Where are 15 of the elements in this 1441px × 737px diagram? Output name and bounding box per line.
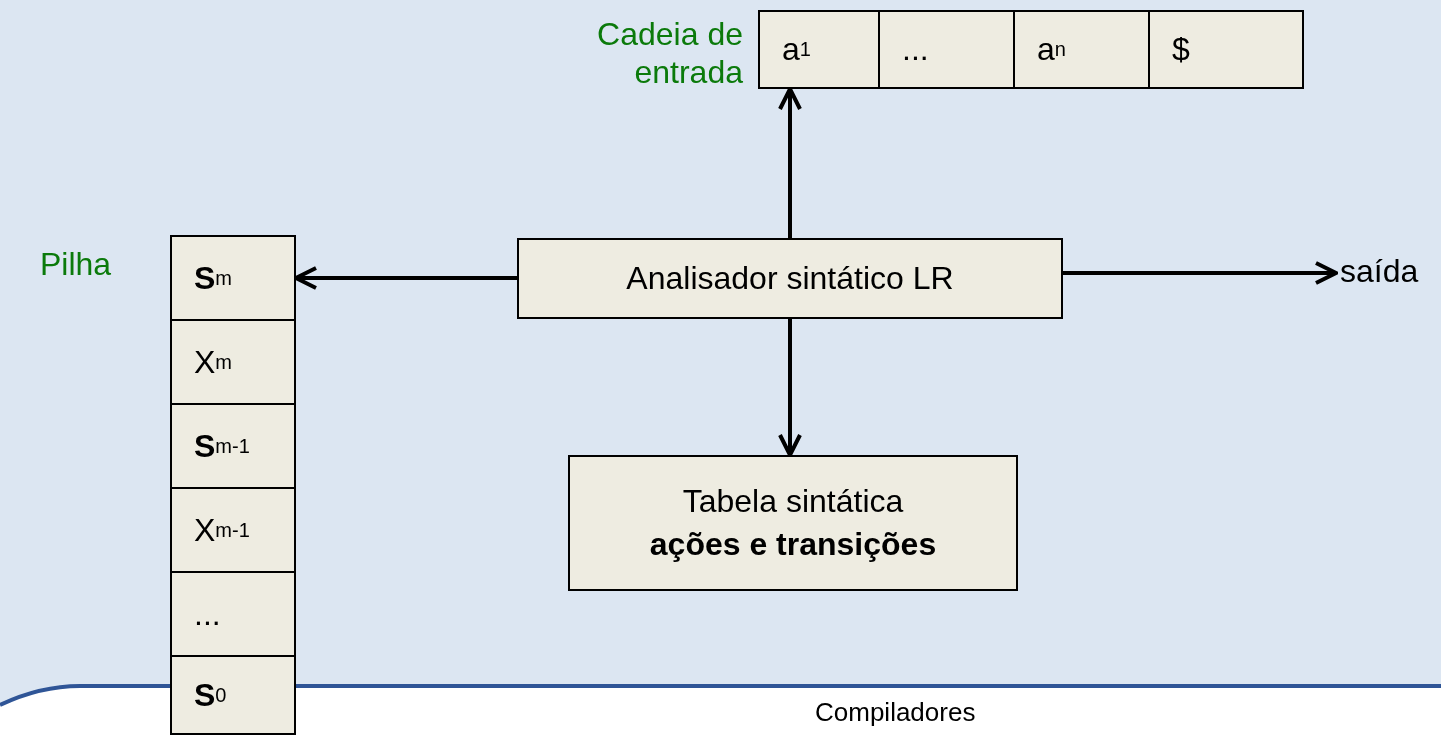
- box-text: ações e transições: [649, 525, 937, 564]
- tape-cell: ...: [878, 10, 1015, 89]
- output-label: saída: [1340, 253, 1419, 290]
- box-text: Analisador sintático LR: [626, 258, 954, 298]
- tape-cell: $: [1148, 10, 1304, 89]
- parser-box: [517, 238, 1063, 319]
- footer-text: Compiladores: [815, 697, 976, 728]
- tape-label: Cadeia de entrada: [596, 15, 743, 92]
- stack-label: Pilha: [40, 245, 113, 284]
- arrow: [778, 87, 802, 238]
- box-text: Tabela sintática: [682, 481, 904, 521]
- arrow: [778, 319, 802, 457]
- stack-cell: ...: [170, 571, 296, 657]
- arrow: [1063, 261, 1338, 285]
- parse-table-box: [568, 455, 1018, 591]
